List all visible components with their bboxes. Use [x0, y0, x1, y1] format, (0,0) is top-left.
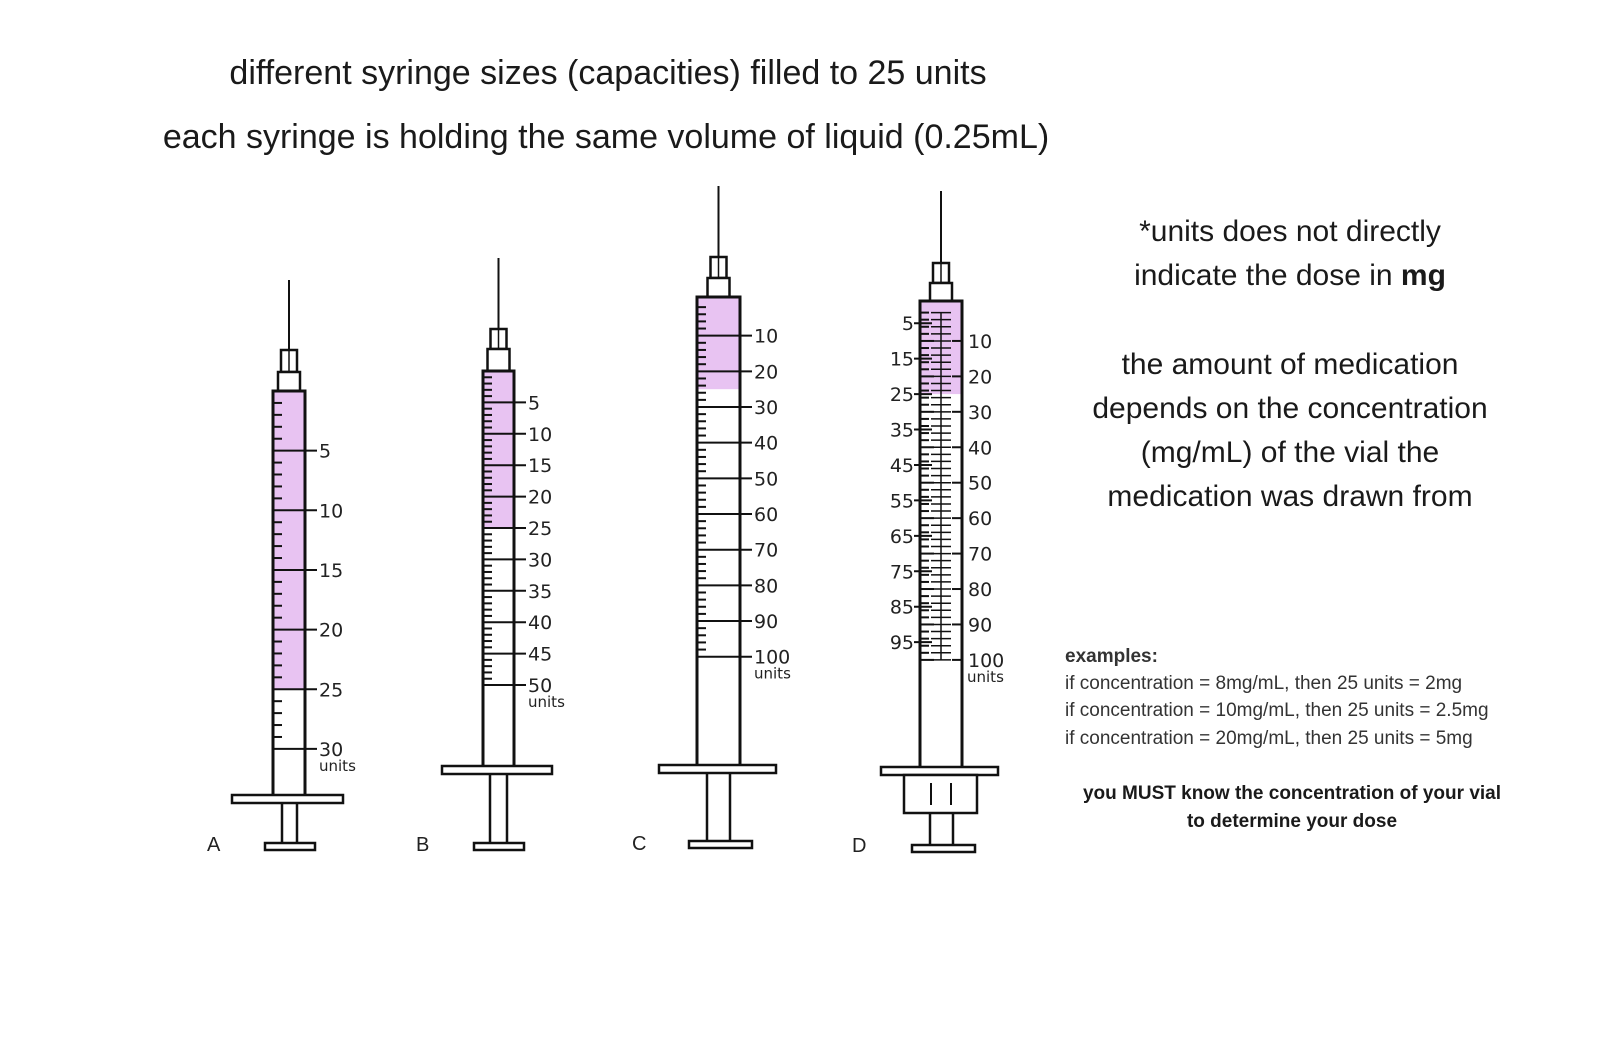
scale-label: 20: [968, 366, 992, 388]
concentration-note-line: medication was drawn from: [1107, 480, 1473, 513]
scale-label: 70: [754, 540, 778, 562]
plunger-thumb-rest: [687, 839, 754, 850]
units-label: units: [528, 693, 565, 711]
scale-label-left: 95: [890, 632, 914, 654]
plunger-thumb-rest: [472, 841, 526, 852]
scale-label: 10: [968, 331, 992, 353]
units-note-mg: mg: [1400, 259, 1446, 292]
diagram-title: different syringe sizes (capacities) fil…: [229, 54, 987, 92]
diagram-subtitle: each syringe is holding the same volume …: [162, 118, 1050, 156]
scale-label: 25: [319, 679, 343, 701]
scale-label: 30: [754, 397, 778, 419]
scale-label: 40: [968, 437, 992, 459]
barrel: [481, 369, 516, 766]
scale-label: 70: [968, 544, 992, 566]
scale-label-left: 55: [890, 490, 914, 512]
scale-label: 20: [319, 620, 343, 642]
needle-hub: [706, 276, 731, 299]
liquid-fill: [483, 371, 514, 528]
examples-heading: examples:: [1065, 646, 1158, 667]
concentration-note-line: depends on the concentration: [1092, 392, 1488, 425]
scale-label: 90: [968, 614, 992, 636]
scale-label: 40: [528, 612, 552, 634]
plunger-thumb-rest: [263, 841, 317, 852]
units-note-line2: indicate the dose in mg: [1030, 254, 1550, 298]
example-line: if concentration = 10mg/mL, then 25 unit…: [1065, 700, 1489, 721]
scale-label: 5: [528, 392, 540, 414]
units-note-line2-text: indicate the dose in: [1134, 259, 1401, 292]
scale-label: 60: [968, 508, 992, 530]
scale-label: 90: [754, 611, 778, 633]
warning-line: to determine your dose: [1186, 811, 1398, 832]
example-line: if concentration = 20mg/mL, then 25 unit…: [1065, 728, 1473, 749]
syringe-letter: B: [416, 834, 429, 856]
scale-label: 10: [528, 424, 552, 446]
scale-label: 40: [754, 433, 778, 455]
needle-hub: [928, 281, 954, 303]
concentration-note: the amount of medication depends on the …: [1030, 343, 1550, 519]
scale-label: 80: [754, 575, 778, 597]
scale-label-left: 25: [890, 384, 914, 406]
barrel: [918, 299, 964, 767]
scale-label: 15: [528, 455, 552, 477]
scale-label-left: 5: [902, 313, 914, 335]
plunger-thumb-rest: [910, 843, 977, 854]
syringe-letter: C: [632, 833, 646, 855]
scale-label: 45: [528, 644, 552, 666]
scale-label-left: 85: [890, 597, 914, 619]
needle-hub: [276, 370, 302, 393]
scale-label: 10: [754, 326, 778, 348]
scale-label: 10: [319, 500, 343, 522]
scale-label: 50: [968, 473, 992, 495]
liquid-fill: [273, 391, 305, 690]
concentration-note-line: the amount of medication: [1121, 348, 1459, 381]
scale-label: 50: [528, 675, 552, 697]
scale-label-left: 35: [890, 420, 914, 442]
example-line: if concentration = 8mg/mL, then 25 units…: [1065, 673, 1463, 694]
scale-label: 60: [754, 504, 778, 526]
scale-label: 100: [754, 647, 790, 669]
scale-label: 100: [968, 650, 1004, 672]
scale-label: 30: [528, 549, 552, 571]
concentration-note-line: (mg/mL) of the vial the: [1140, 436, 1440, 469]
units-label: units: [967, 668, 1004, 686]
scale-label: 35: [528, 581, 552, 603]
scale-label: 25: [528, 518, 552, 540]
units-label: units: [319, 757, 356, 775]
warning-text: you MUST know the concentration of your …: [1057, 780, 1527, 836]
syringe-d: 10 20 30 40 50 60 70 80 90 100 5 15 25 35 45 55 65 75 85 95…: [852, 191, 1004, 857]
finger-flange: [440, 764, 554, 776]
finger-flange: [230, 793, 345, 805]
scale-label: 15: [319, 560, 343, 582]
units-note: *units does not directly indicate the do…: [1030, 210, 1550, 298]
needle-hub: [486, 347, 511, 373]
barrel: [695, 295, 742, 765]
scale-label: 30: [319, 739, 343, 761]
scale-label: 5: [319, 441, 331, 463]
plunger-collar: [902, 773, 979, 815]
scale-label-left: 45: [890, 455, 914, 477]
scale-label: 20: [528, 487, 552, 509]
syringe-letter: A: [207, 834, 221, 856]
units-label: units: [754, 665, 791, 683]
warning-line: you MUST know the concentration of your …: [1082, 783, 1502, 804]
scale-label: 20: [754, 361, 778, 383]
scale-label-left: 75: [890, 561, 914, 583]
finger-flange: [657, 763, 778, 775]
scale-label-left: 15: [890, 349, 914, 371]
scale-label: 80: [968, 579, 992, 601]
syringe-letter: D: [852, 835, 866, 857]
scale-label-left: 65: [890, 526, 914, 548]
scale-label: 50: [754, 468, 778, 490]
units-note-line1: *units does not directly: [1139, 215, 1441, 248]
scale-label: 30: [968, 402, 992, 424]
